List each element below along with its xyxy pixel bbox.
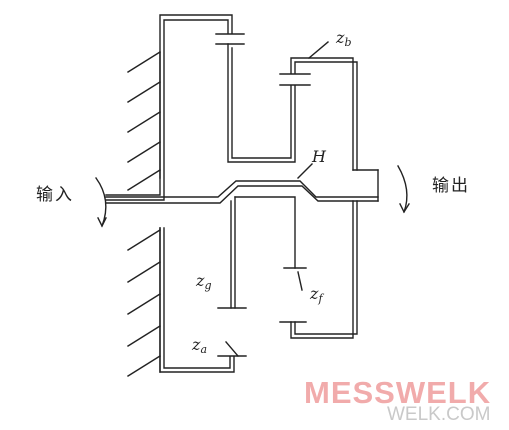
label-zg: zg <box>196 271 212 292</box>
lower-gear-member <box>159 196 358 373</box>
label-za: za <box>192 335 207 356</box>
label-zb: zb <box>336 28 352 49</box>
output-arrow-icon <box>397 165 410 214</box>
label-zf: zf <box>310 284 323 305</box>
upper-ring-member <box>105 14 358 201</box>
label-h: H <box>312 147 326 166</box>
upper-fixed-frame <box>127 51 161 191</box>
input-arrow-icon <box>95 177 107 228</box>
carrier-h <box>105 163 379 204</box>
output-label: 输出 <box>432 176 470 196</box>
watermark-url: WELK.COM <box>387 404 491 425</box>
lower-fixed-frame <box>127 227 161 377</box>
watermark-brand: MESSWELK <box>304 375 492 410</box>
input-label: 输入 <box>36 185 74 205</box>
